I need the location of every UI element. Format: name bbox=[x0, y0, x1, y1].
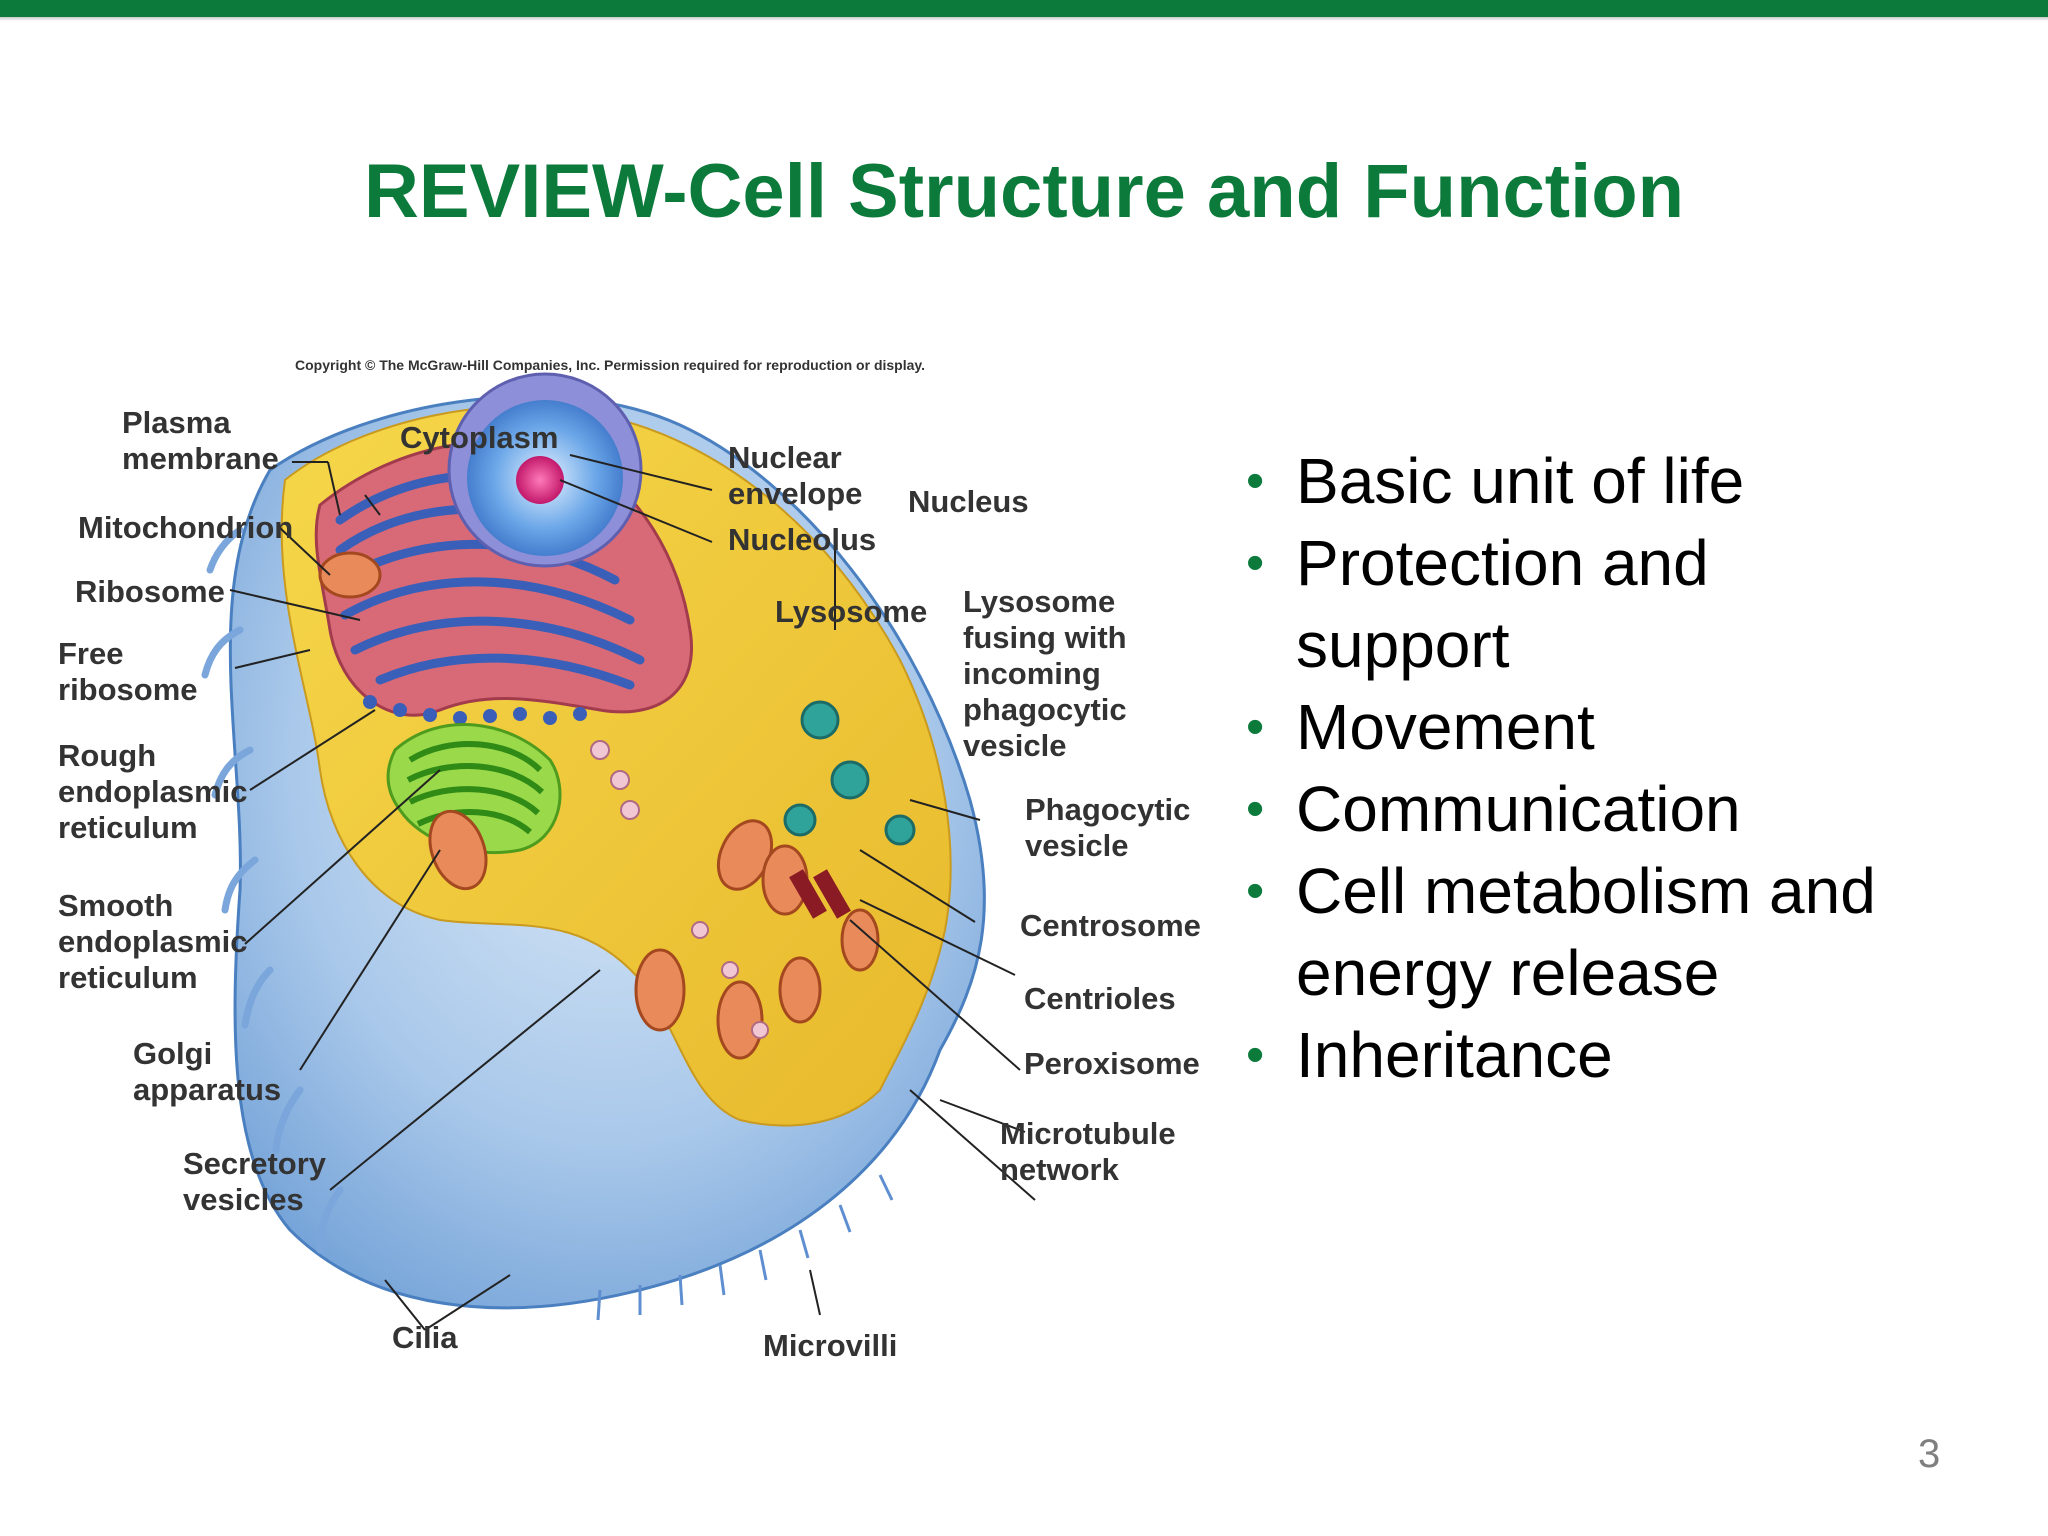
bullet-dot-icon: • bbox=[1246, 698, 1265, 756]
slide-title: REVIEW-Cell Structure and Function bbox=[363, 149, 1685, 234]
bullet-dot-icon: • bbox=[1246, 534, 1265, 592]
cilia-shapes bbox=[201, 526, 344, 1254]
label-nuclear-envelope: Nuclear envelope bbox=[728, 440, 863, 511]
label-rough-er: Rough endoplasmic reticulum bbox=[58, 738, 248, 845]
label-golgi-apparatus: Golgi apparatus bbox=[133, 1036, 282, 1107]
label-cilia: Cilia bbox=[392, 1320, 458, 1355]
bullet-item: • Inheritance bbox=[1240, 1014, 2020, 1096]
label-lysosome: Lysosome bbox=[775, 594, 928, 629]
label-phagocytic-vesicle: Phagocytic vesicle bbox=[1025, 792, 1191, 863]
bullet-item: • Basic unit of life bbox=[1240, 440, 2020, 522]
bullet-text: Movement bbox=[1296, 691, 1595, 763]
label-smooth-er: Smooth endoplasmic reticulum bbox=[58, 888, 248, 995]
label-nucleus: Nucleus bbox=[908, 484, 1029, 519]
label-plasma-membrane: Plasma membrane bbox=[122, 405, 279, 476]
label-free-ribosome: Free ribosome bbox=[58, 636, 198, 707]
microvilli-shapes bbox=[596, 1174, 894, 1321]
top-accent-bar bbox=[0, 0, 2048, 17]
bullet-dot-icon: • bbox=[1246, 862, 1265, 920]
page-number: 3 bbox=[1918, 1432, 1941, 1476]
label-nucleolus: Nucleolus bbox=[728, 522, 877, 557]
label-peroxisome: Peroxisome bbox=[1024, 1046, 1200, 1081]
lysosome-shapes bbox=[783, 700, 916, 846]
nucleolus-shape bbox=[516, 456, 564, 504]
bullet-dot-icon: • bbox=[1246, 452, 1265, 510]
bullet-dot-icon: • bbox=[1246, 1026, 1265, 1084]
bullet-item: • Protection and support bbox=[1240, 522, 2020, 686]
vesicle-shapes bbox=[590, 740, 769, 1039]
er-ribosomes bbox=[363, 695, 587, 725]
label-centrosome: Centrosome bbox=[1020, 908, 1201, 943]
bullet-text: Communication bbox=[1296, 773, 1741, 845]
bullet-list: • Basic unit of life • Protection and supp… bbox=[1240, 440, 2020, 1096]
label-centrioles: Centrioles bbox=[1024, 981, 1176, 1016]
golgi-cisternae bbox=[406, 741, 545, 835]
bullet-dot-icon: • bbox=[1246, 780, 1265, 838]
bullet-text: Cell metabolism and energy release bbox=[1296, 855, 1876, 1009]
label-cytoplasm: Cytoplasm bbox=[400, 420, 559, 455]
centrioles-shape bbox=[789, 869, 851, 919]
label-microtubule-network: Microtubule network bbox=[1000, 1116, 1176, 1187]
label-mitochondrion: Mitochondrion bbox=[78, 510, 294, 545]
bullet-text: Basic unit of life bbox=[1296, 445, 1745, 517]
bullet-text: Inheritance bbox=[1296, 1019, 1613, 1091]
cell-illustration bbox=[201, 372, 1036, 1331]
figure-copyright: Copyright © The McGraw-Hill Companies, I… bbox=[295, 357, 926, 373]
bullet-item: • Communication bbox=[1240, 768, 2020, 850]
label-microvilli: Microvilli bbox=[763, 1328, 898, 1363]
cell-diagram bbox=[40, 330, 1240, 1380]
label-ribosome: Ribosome bbox=[75, 574, 225, 609]
label-secretory-vesicles: Secretory vesicles bbox=[183, 1146, 327, 1217]
mitochondria-shapes bbox=[318, 551, 880, 1060]
bullet-text: Protection and support bbox=[1296, 527, 1709, 681]
top-bar-shadow bbox=[0, 17, 2048, 21]
leader-lines bbox=[229, 454, 1036, 1331]
bullet-item: • Movement bbox=[1240, 686, 2020, 768]
label-lysosome-fusing: Lysosome fusing with incoming phagocytic… bbox=[963, 584, 1127, 763]
bullet-item: • Cell metabolism and energy release bbox=[1240, 850, 2020, 1014]
